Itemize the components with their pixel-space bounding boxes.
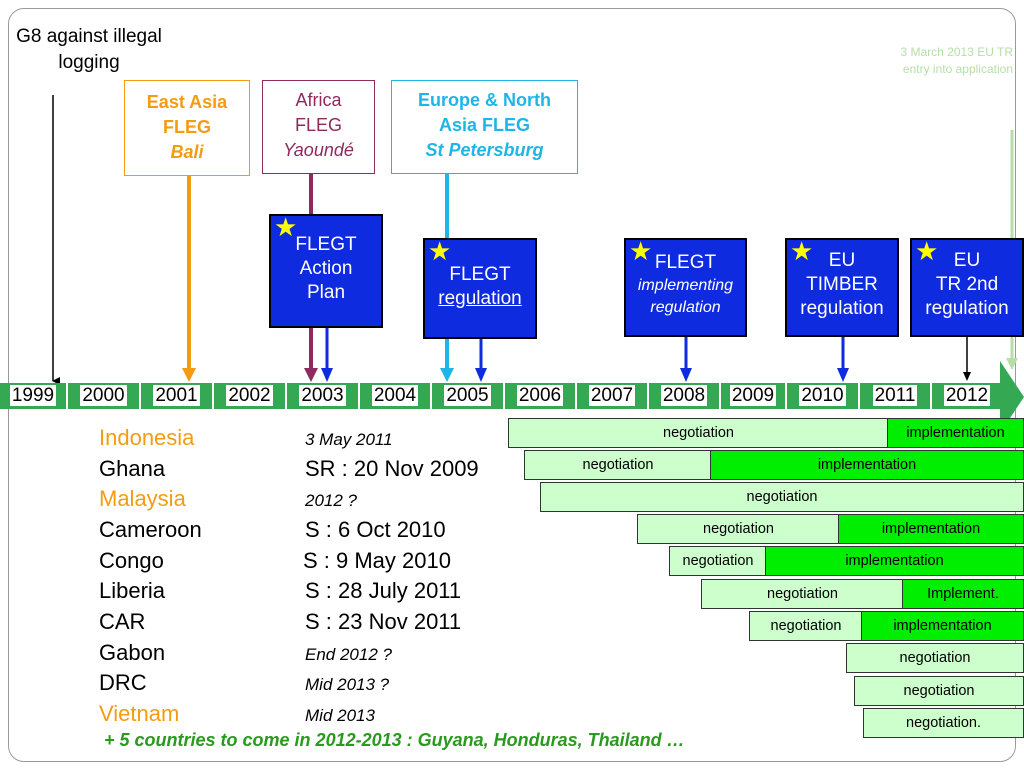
country-date: S : 6 Oct 2010 xyxy=(305,517,446,542)
milestone-line: FLEGT xyxy=(449,264,511,285)
year-cell: 2012 xyxy=(932,383,1002,409)
flegt-regulation-box: ★ FLEGT regulation xyxy=(423,238,537,339)
implementation-bar: implementation xyxy=(838,514,1024,544)
star-icon: ★ xyxy=(629,236,653,266)
milestone-line: Action xyxy=(299,258,353,279)
country-name: Vietnam xyxy=(99,701,180,726)
country-date: End 2012 ? xyxy=(305,645,392,664)
negotiation-bar: negotiation xyxy=(540,482,1024,512)
milestone-line: regulation xyxy=(438,288,522,309)
negotiation-bar: negotiation xyxy=(508,418,889,448)
g8-label: G8 against illegal logging xyxy=(16,26,162,73)
year-cell: 2009 xyxy=(721,383,787,409)
star-icon: ★ xyxy=(790,236,814,266)
star-icon: ★ xyxy=(274,212,298,242)
east-asia-fleg-box: East Asia FLEG Bali xyxy=(124,80,250,176)
eu-tr-entry-note: 3 March 2013 EU TR entry into applicatio… xyxy=(900,45,1014,76)
country-date: SR : 20 Nov 2009 xyxy=(305,456,479,481)
star-icon: ★ xyxy=(915,236,939,266)
flegt-action-plan-box: ★ FLEGT Action Plan xyxy=(269,214,383,328)
conference-place: St Petersburg xyxy=(425,140,544,160)
negotiation-bar: negotiation xyxy=(701,579,904,609)
implementation-bar: implementation xyxy=(861,611,1024,641)
year-cell: 2008 xyxy=(649,383,721,409)
negotiation-bar: negotiation xyxy=(854,676,1024,706)
milestone-line: regulation xyxy=(800,298,884,319)
negotiation-bar: negotiation xyxy=(749,611,863,641)
conference-subtitle: Asia FLEG xyxy=(438,115,531,135)
implementation-bar: implementation xyxy=(765,546,1024,576)
year-cell: 2006 xyxy=(505,383,577,409)
year-cell: 2004 xyxy=(360,383,432,409)
country-name: CAR xyxy=(99,609,146,634)
country-name: Ghana xyxy=(99,456,166,481)
conference-title: East Asia xyxy=(146,92,228,112)
country-date: 2012 ? xyxy=(305,491,357,510)
country-date: 3 May 2011 xyxy=(305,430,393,449)
milestone-line: regulation xyxy=(650,299,721,316)
year-cell: 2010 xyxy=(787,383,860,409)
milestone-line: TR 2nd xyxy=(935,274,999,295)
country-name: Gabon xyxy=(99,640,166,665)
conference-place: Yaoundé xyxy=(283,140,354,160)
milestone-line: FLEGT xyxy=(654,252,717,273)
eu-tr-2nd-regulation-box: ★ EU TR 2nd regulation xyxy=(910,238,1024,337)
flegt-implementing-regulation-box: ★ FLEGT implementing regulation xyxy=(624,238,747,337)
conference-title: Europe & North xyxy=(418,90,551,110)
country-name: Cameroon xyxy=(99,517,202,542)
year-cell: 2002 xyxy=(214,383,287,409)
negotiation-bar: negotiation xyxy=(524,450,712,480)
implementation-bar: Implement. xyxy=(902,579,1024,609)
implementation-bar: implementation xyxy=(710,450,1024,480)
milestone-line: EU xyxy=(828,250,856,271)
year-cell: 2005 xyxy=(432,383,505,409)
timeline-arrowhead xyxy=(1000,361,1024,433)
milestone-line: FLEGT xyxy=(295,234,357,255)
conference-title: Africa xyxy=(295,90,342,110)
eu-timber-regulation-box: ★ EU TIMBER regulation xyxy=(785,238,899,337)
year-cell: 2003 xyxy=(287,383,360,409)
negotiation-bar: negotiation xyxy=(637,514,840,544)
year-cell: 2011 xyxy=(860,383,932,409)
country-date: S : 9 May 2010 xyxy=(303,548,451,573)
country-name: Indonesia xyxy=(99,425,195,450)
year-cell: 2007 xyxy=(577,383,649,409)
country-date: S : 23 Nov 2011 xyxy=(305,609,462,634)
year-cell: 1999 xyxy=(0,383,68,409)
country-name: Liberia xyxy=(99,578,166,603)
milestone-line: regulation xyxy=(925,298,1009,319)
country-date: Mid 2013 ? xyxy=(305,675,390,694)
milestone-line: Plan xyxy=(306,282,346,303)
europe-north-asia-fleg-box: Europe & North Asia FLEG St Petersburg xyxy=(391,80,578,174)
implementation-bar: implementation xyxy=(887,418,1024,448)
year-cell: 2000 xyxy=(68,383,141,409)
milestone-line: EU xyxy=(953,250,981,271)
star-icon: ★ xyxy=(428,236,452,266)
conference-subtitle: FLEG xyxy=(294,115,342,135)
country-date: Mid 2013 xyxy=(305,706,375,725)
year-cell: 2001 xyxy=(141,383,214,409)
country-name: Congo xyxy=(99,548,164,573)
conference-subtitle: FLEG xyxy=(163,117,211,137)
africa-fleg-box: Africa FLEG Yaoundé xyxy=(262,80,375,174)
milestone-line: implementing xyxy=(637,277,734,294)
country-date: S : 28 July 2011 xyxy=(305,578,462,603)
milestone-line: TIMBER xyxy=(806,274,878,295)
conference-place: Bali xyxy=(170,142,204,162)
negotiation-bar: negotiation. xyxy=(863,708,1024,738)
country-name: DRC xyxy=(99,670,147,695)
negotiation-bar: negotiation xyxy=(669,546,767,576)
country-name: Malaysia xyxy=(99,486,186,511)
negotiation-bar: negotiation xyxy=(846,643,1024,673)
footer-note: + 5 countries to come in 2012-2013 : Guy… xyxy=(104,730,685,750)
